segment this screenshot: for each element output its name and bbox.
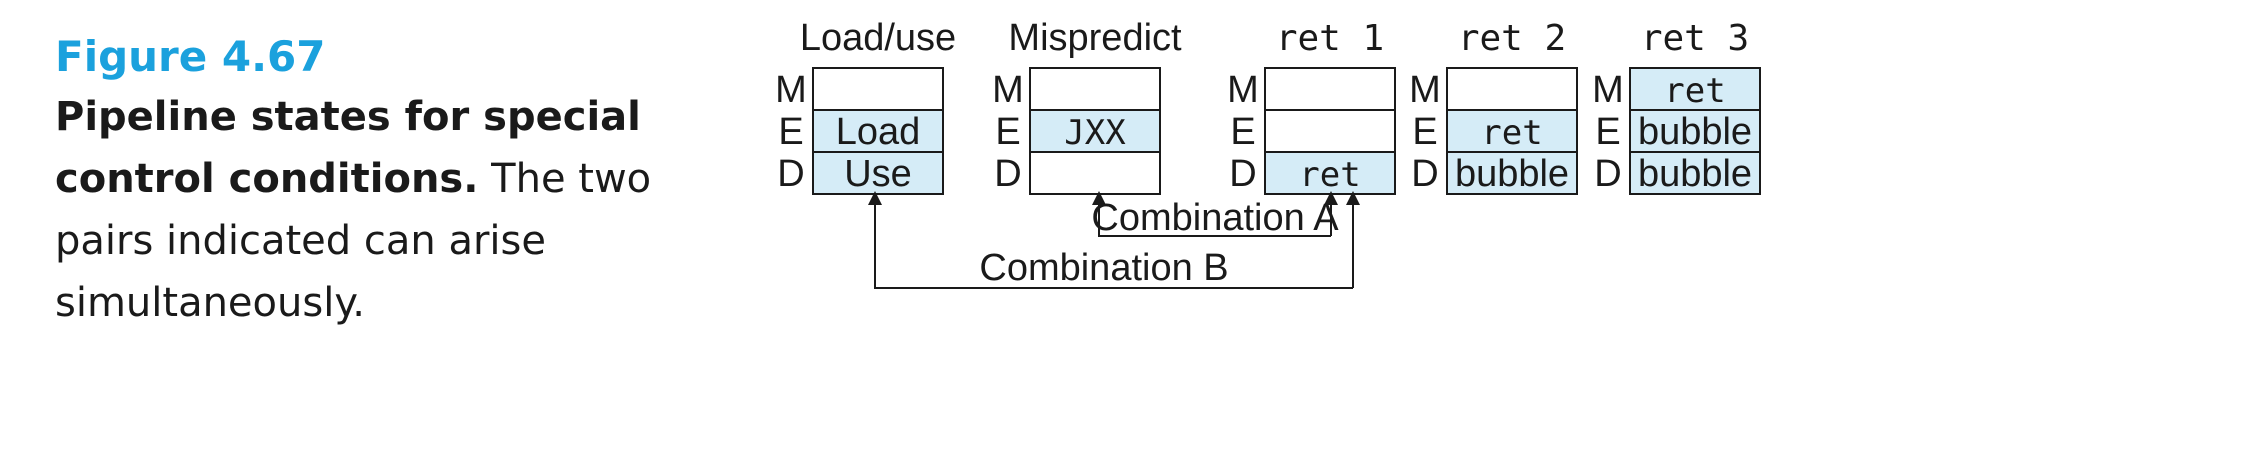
pipeline-cell-ret-2-m <box>1446 67 1578 111</box>
figure-caption-text: Pipeline states for special control cond… <box>55 86 695 334</box>
row-label-d-load-use: D <box>777 153 804 195</box>
stage-title-load-use: Load/use <box>800 20 956 59</box>
pipeline-cell-ret-1-m <box>1264 67 1396 111</box>
pipeline-cell-load-use-m <box>812 67 944 111</box>
figure-caption: Figure 4.67 Pipeline states for special … <box>55 28 695 334</box>
figure-number: Figure 4.67 <box>55 32 326 81</box>
pipeline-cell-ret-3-d <box>1629 151 1761 195</box>
row-label-e-ret-1: E <box>1230 111 1255 153</box>
row-label-e-ret-2: E <box>1412 111 1437 153</box>
pipeline-cell-mispredict-d <box>1029 151 1161 195</box>
pipeline-cell-mispredict-e <box>1029 109 1161 153</box>
row-label-d-ret-1: D <box>1229 153 1256 195</box>
pipeline-cell-mispredict-m <box>1029 67 1161 111</box>
cell-text-load-use-d: Use <box>844 153 912 195</box>
combination-b-arrow-left <box>868 191 1353 289</box>
row-label-m-mispredict: M <box>992 69 1024 111</box>
pipeline-cell-ret-1-e <box>1264 109 1396 153</box>
stage-title-mispredict: Mispredict <box>1008 20 1182 59</box>
row-label-d-ret-2: D <box>1411 153 1438 195</box>
row-label-m-ret-1: M <box>1227 69 1259 111</box>
row-label-e-ret-3: E <box>1595 111 1620 153</box>
cell-text-ret-2-d: bubble <box>1455 153 1569 195</box>
cell-text-ret-3-e: bubble <box>1638 111 1752 153</box>
pipeline-cell-load-use-e <box>812 109 944 153</box>
cell-text-ret-3-d: bubble <box>1638 153 1752 195</box>
pipeline-cell-load-use-d <box>812 151 944 195</box>
figure-title: Pipeline states for special control cond… <box>55 94 641 202</box>
cell-text-ret-2-e: ret <box>1481 113 1542 153</box>
pipeline-cell-ret-1-d <box>1264 151 1396 195</box>
cell-text-ret-1-d: ret <box>1299 155 1360 195</box>
pipeline-cell-ret-3-e <box>1629 109 1761 153</box>
combination-a-label: Combination A <box>1091 197 1339 239</box>
row-label-e-mispredict: E <box>995 111 1020 153</box>
row-label-e-load-use: E <box>778 111 803 153</box>
pipeline-cell-ret-2-d <box>1446 151 1578 195</box>
row-label-m-ret-2: M <box>1409 69 1441 111</box>
row-label-m-load-use: M <box>775 69 807 111</box>
row-label-d-mispredict: D <box>994 153 1021 195</box>
stage-title-ret-3: ret 3 <box>1641 20 1749 59</box>
stage-title-ret-2: ret 2 <box>1458 20 1566 59</box>
combination-b-label: Combination B <box>979 247 1228 289</box>
cell-text-mispredict-e: JXX <box>1064 113 1126 153</box>
cell-text-load-use-e: Load <box>836 111 921 153</box>
stage-title-ret-1: ret 1 <box>1276 20 1384 59</box>
figure-description: The two pairs indicated can arise simult… <box>55 156 652 326</box>
combination-a-arrow-left <box>1092 191 1331 237</box>
cell-text-ret-3-m: ret <box>1664 71 1725 111</box>
row-label-m-ret-3: M <box>1592 69 1624 111</box>
row-label-d-ret-3: D <box>1594 153 1621 195</box>
